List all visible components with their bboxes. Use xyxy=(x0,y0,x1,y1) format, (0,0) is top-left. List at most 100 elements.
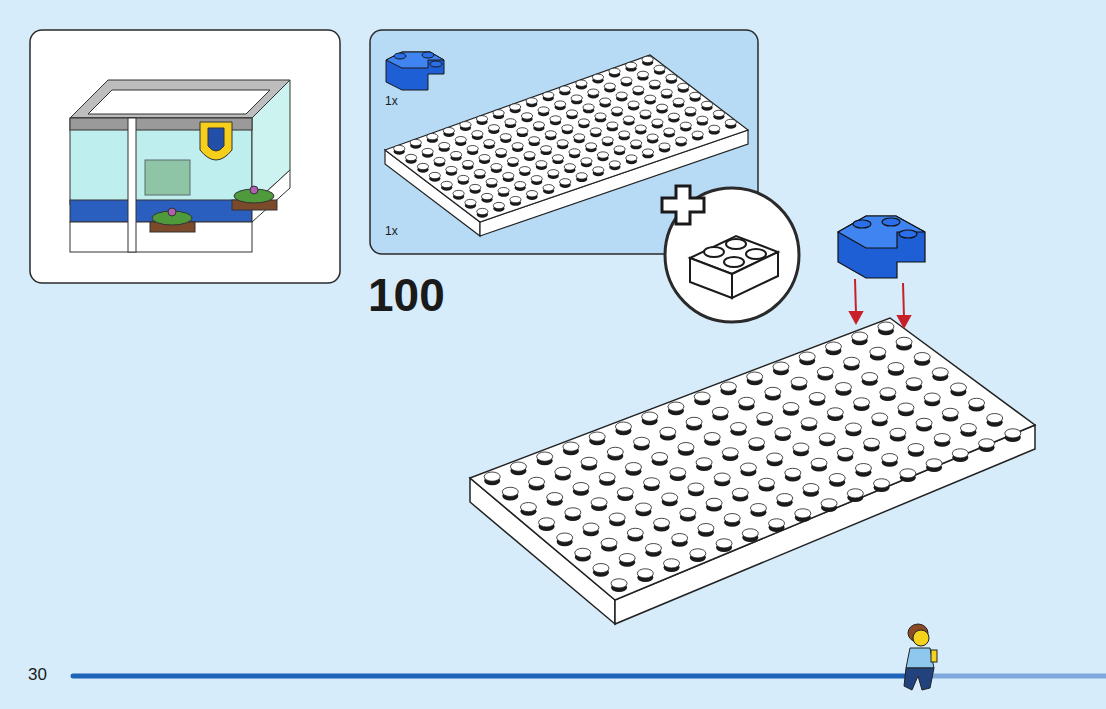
stud xyxy=(706,498,722,511)
label-text: 1x xyxy=(385,224,398,238)
stud xyxy=(777,494,793,507)
stud xyxy=(498,187,509,196)
stud xyxy=(803,484,819,497)
plate-assembly-part xyxy=(385,55,748,236)
stud xyxy=(626,155,637,164)
stud xyxy=(730,423,746,436)
stud xyxy=(614,146,625,155)
stud xyxy=(564,164,575,173)
building-preview xyxy=(70,80,290,252)
stud xyxy=(686,417,702,430)
corner-brick xyxy=(838,216,925,278)
stud xyxy=(829,474,845,487)
stud xyxy=(759,478,775,491)
stud xyxy=(659,143,670,152)
stud xyxy=(732,488,748,501)
stud xyxy=(647,134,658,143)
stud xyxy=(757,413,773,426)
stud xyxy=(595,113,606,122)
stud xyxy=(555,467,571,480)
stud xyxy=(713,110,724,119)
stud xyxy=(502,487,518,500)
stud xyxy=(597,152,608,161)
stud xyxy=(450,151,461,160)
stud xyxy=(847,489,863,502)
label-text: 30 xyxy=(28,665,47,684)
stud xyxy=(837,448,853,461)
stud xyxy=(680,122,691,131)
stud xyxy=(434,157,445,166)
stud xyxy=(585,143,596,152)
stud xyxy=(673,98,684,107)
stud xyxy=(592,74,603,83)
stud xyxy=(740,463,756,476)
stud xyxy=(593,564,609,577)
stud xyxy=(656,104,667,113)
stud xyxy=(515,182,526,191)
stud xyxy=(950,383,966,396)
stud xyxy=(645,95,656,104)
stud xyxy=(617,488,633,501)
stud xyxy=(628,101,639,110)
stud xyxy=(654,518,670,531)
stud xyxy=(698,524,714,537)
stud xyxy=(512,143,523,152)
stud xyxy=(809,393,825,406)
stud xyxy=(609,513,625,526)
preview-panel xyxy=(30,30,340,283)
stud xyxy=(503,173,514,182)
stud xyxy=(500,134,511,143)
stud xyxy=(543,92,554,101)
step-number: 100 xyxy=(368,268,445,322)
stud xyxy=(701,101,712,110)
stud xyxy=(692,131,703,140)
stud xyxy=(662,493,678,506)
stud xyxy=(524,152,535,161)
stud xyxy=(627,528,643,541)
stud xyxy=(645,544,661,557)
stud xyxy=(785,468,801,481)
stud xyxy=(878,322,894,335)
stud xyxy=(581,457,597,470)
stud xyxy=(880,388,896,401)
stud xyxy=(575,548,591,561)
stud xyxy=(914,353,930,366)
stud xyxy=(660,427,676,440)
stud xyxy=(576,80,587,89)
stud xyxy=(637,71,648,80)
stud xyxy=(742,529,758,542)
stud xyxy=(649,80,660,89)
stud xyxy=(619,554,635,567)
stud xyxy=(563,442,579,455)
stud xyxy=(467,146,478,155)
stud xyxy=(531,176,542,185)
stud xyxy=(747,372,763,385)
stud xyxy=(581,158,592,167)
stud xyxy=(690,92,701,101)
stud xyxy=(769,519,785,532)
stud xyxy=(704,433,720,446)
stud xyxy=(422,148,433,157)
stud xyxy=(890,428,906,441)
stud xyxy=(932,368,948,381)
stud xyxy=(417,163,428,172)
stud xyxy=(557,140,568,149)
stud xyxy=(394,145,405,154)
stud xyxy=(552,155,563,164)
stud xyxy=(716,539,732,552)
stud xyxy=(642,149,653,158)
stud xyxy=(688,483,704,496)
stud xyxy=(562,125,573,134)
stud xyxy=(607,447,623,460)
stud xyxy=(548,170,559,179)
stud xyxy=(529,137,540,146)
stud xyxy=(712,407,728,420)
stud xyxy=(590,128,601,137)
stud xyxy=(550,116,561,125)
stud xyxy=(484,472,500,485)
stud xyxy=(507,158,518,167)
stud xyxy=(630,140,641,149)
minifigure xyxy=(904,624,937,690)
stud xyxy=(443,128,454,137)
